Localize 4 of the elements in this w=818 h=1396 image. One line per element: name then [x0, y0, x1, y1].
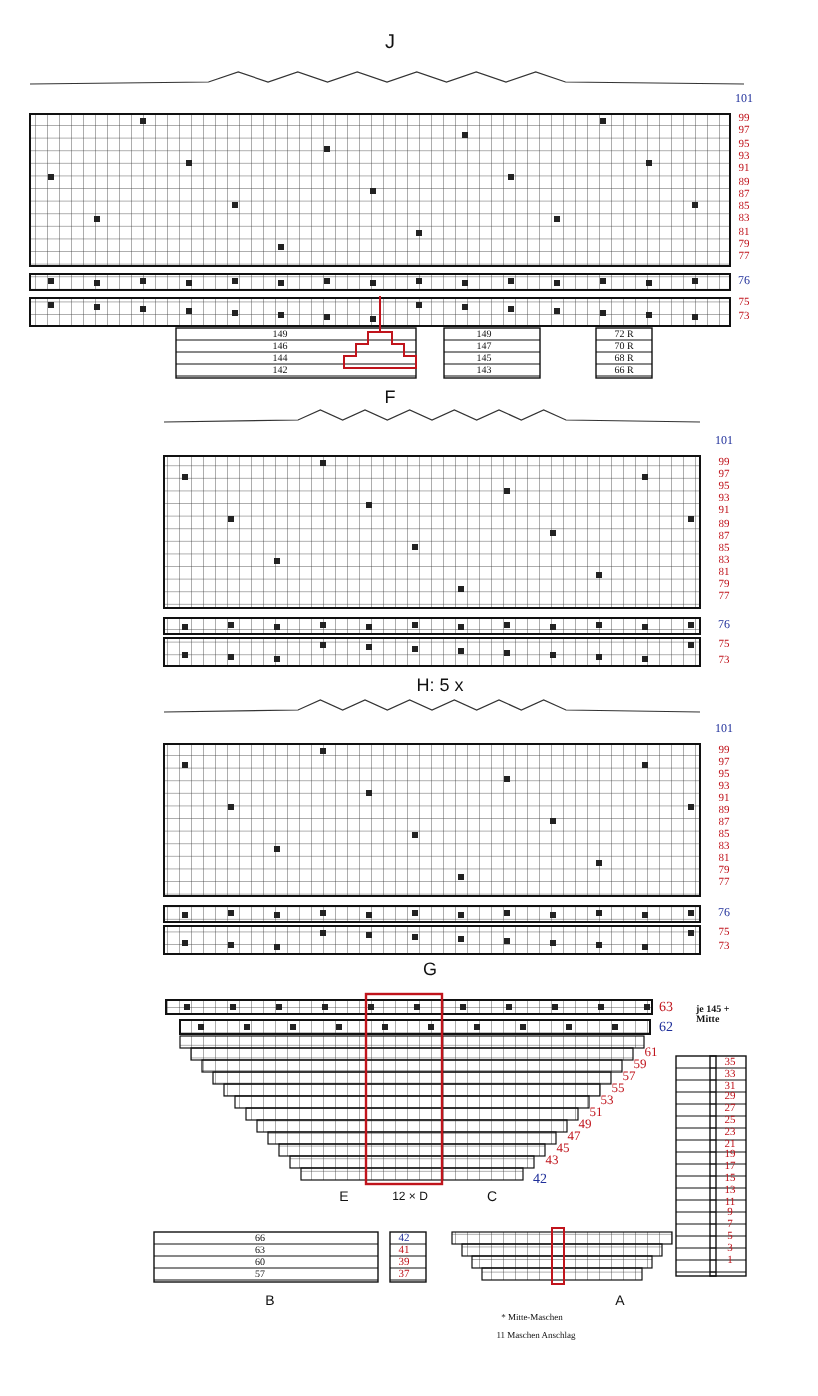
- section-letter: F: [384, 389, 396, 407]
- section-heading: H: 5 x: [416, 677, 464, 695]
- section-letter: G: [423, 961, 437, 979]
- section-letter: J: [385, 34, 395, 54]
